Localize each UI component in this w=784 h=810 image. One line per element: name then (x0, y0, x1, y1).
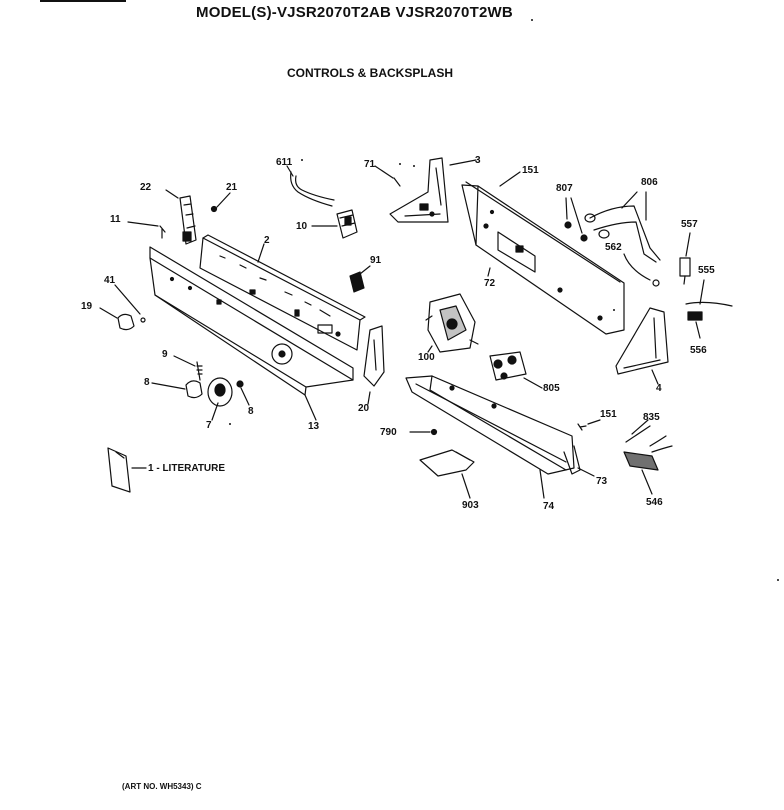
part-546-terminal-block (624, 420, 672, 494)
callout-835: 835 (643, 412, 660, 423)
callout-21: 21 (226, 182, 238, 193)
callout-10: 10 (296, 221, 308, 232)
part-9-spring (174, 356, 202, 380)
part-11-screw (128, 222, 165, 238)
part-10-switch (312, 210, 357, 238)
callout-20: 20 (358, 403, 370, 414)
part-22-bracket (166, 190, 196, 244)
callout-562: 562 (605, 242, 622, 253)
callout-9: 9 (162, 349, 168, 360)
part-7-dial (152, 378, 249, 420)
part-72-rear-panel (462, 172, 624, 334)
callout-4: 4 (656, 383, 662, 394)
callout-3: 3 (475, 155, 481, 166)
part-806-hose (565, 192, 660, 262)
model-title: MODEL(S)-VJSR2070T2AB VJSR2070T2WB (196, 4, 513, 21)
callout-74: 74 (543, 501, 555, 512)
stray-dots (229, 19, 779, 581)
callout-72: 72 (484, 278, 496, 289)
part-151-screw (578, 420, 600, 430)
art-number: (ART NO. WH5343) C (122, 782, 202, 791)
part-21-screw (212, 193, 231, 212)
callout-73: 73 (596, 476, 608, 487)
part-91-clip (350, 266, 370, 292)
section-title: CONTROLS & BACKSPLASH (287, 66, 454, 80)
part-555-wire (686, 280, 732, 338)
callout-611: 611 (276, 157, 293, 168)
callout-8-left: 8 (144, 377, 150, 388)
callout-91: 91 (370, 255, 382, 266)
callout-151-lower: 151 (600, 409, 617, 420)
part-611-harness (287, 166, 334, 206)
part-2-control-panel (200, 235, 365, 350)
top-rule (40, 0, 126, 2)
part-805-valve (490, 352, 542, 388)
part-13-backsplash-panel (150, 247, 353, 420)
callout-805: 805 (543, 383, 560, 394)
part-74-console (406, 376, 594, 498)
part-100-timer (426, 294, 478, 352)
part-557-connector (624, 233, 690, 286)
part-903-bracket (410, 430, 474, 499)
callout-556: 556 (690, 345, 707, 356)
part-4-bracket (616, 308, 668, 384)
callout-7: 7 (206, 420, 212, 431)
callout-13: 13 (308, 421, 320, 432)
callout-151-top: 151 (522, 165, 539, 176)
callout-22: 22 (140, 182, 152, 193)
callout-8-right: 8 (248, 406, 254, 417)
callout-555: 555 (698, 265, 715, 276)
literature-booklet (108, 448, 146, 492)
callout-903: 903 (462, 500, 479, 511)
callout-71: 71 (364, 159, 376, 170)
callout-41: 41 (104, 275, 116, 286)
literature-label: 1 - LITERATURE (148, 463, 226, 474)
callout-546: 546 (646, 497, 663, 508)
callout-19: 19 (81, 301, 93, 312)
callout-790: 790 (380, 427, 397, 438)
part-20-end-cap (364, 326, 384, 404)
callout-557: 557 (681, 219, 698, 230)
callout-806: 806 (641, 177, 658, 188)
callout-100: 100 (418, 352, 435, 363)
callout-2: 2 (264, 235, 270, 246)
callout-11: 11 (110, 214, 121, 225)
part-3-bracket (375, 158, 476, 222)
part-19-knob (100, 285, 145, 330)
callout-807: 807 (556, 183, 573, 194)
